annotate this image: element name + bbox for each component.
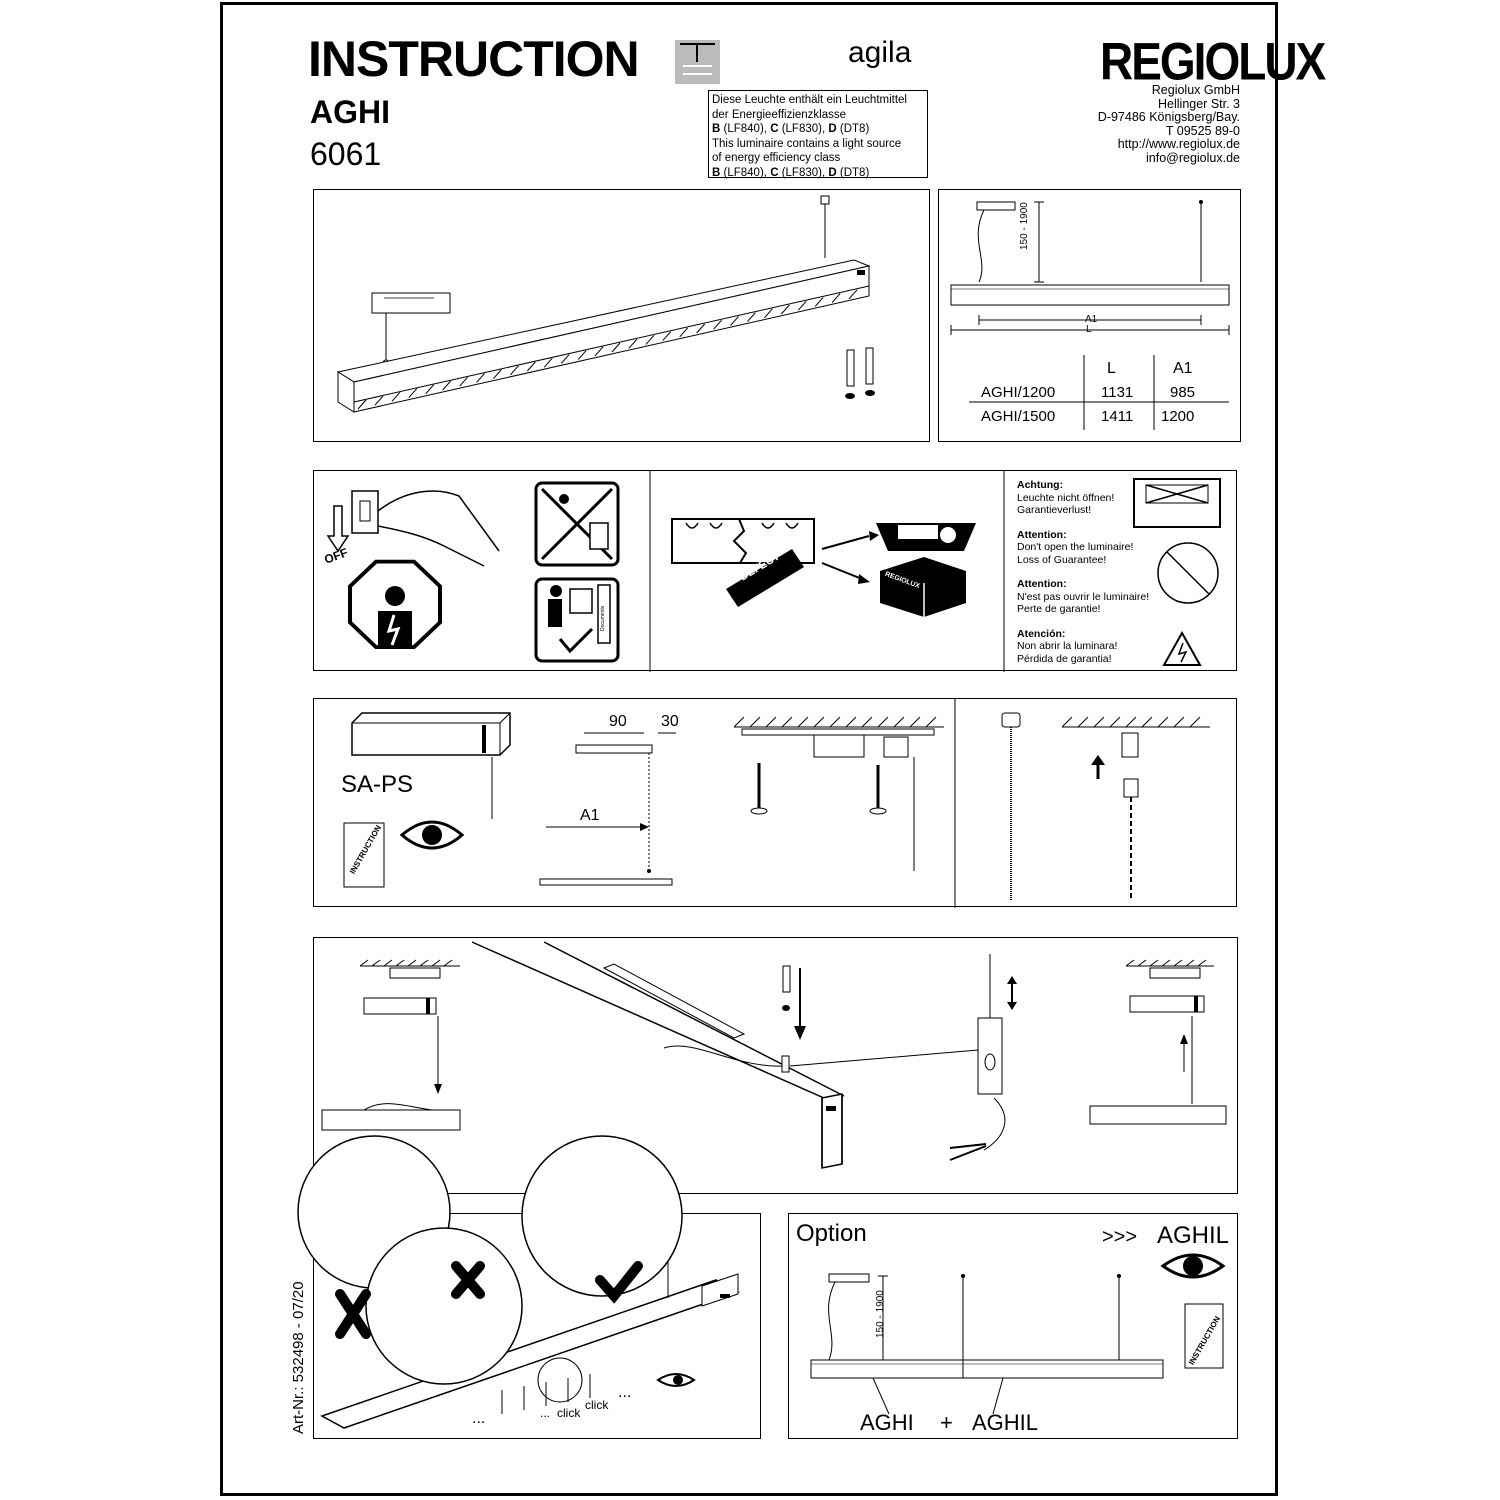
brand-logo: REGIOLUX <box>1100 31 1326 91</box>
safety-drawing <box>326 471 1221 672</box>
table-header-l: L <box>1107 360 1116 377</box>
address-line: D-97486 Königsberg/Bay. <box>1097 110 1240 124</box>
combo-aghil: AGHIL <box>972 1410 1039 1435</box>
ellipsis: ... <box>540 1406 551 1420</box>
click-label: click <box>557 1406 581 1420</box>
warning-heading-fr: Attention: <box>1017 578 1067 590</box>
series-name: agila <box>848 36 912 69</box>
address-line: Regiolux GmbH <box>1151 83 1240 97</box>
warning-heading-de: Achtung: <box>1017 479 1064 491</box>
installation-drawing <box>321 941 1227 1169</box>
dimension-drawing <box>950 200 1230 430</box>
height-range-label: 150 - 1900 <box>1019 202 1030 250</box>
energy-text: der Energieeffizienzklasse <box>712 108 847 121</box>
warning-heading-es: Atención: <box>1017 627 1066 640</box>
energy-efficiency-label: Diese Leuchte enthält ein Leuchtmittel d… <box>708 90 928 179</box>
option-panel: Option >>> AGHIL 150 - 1900 INSTRUCTION … <box>788 1213 1238 1439</box>
instruction-sheet <box>220 2 1278 1496</box>
address-phone: T 09525 89-0 <box>1165 123 1240 138</box>
dimension-30: 30 <box>661 713 679 730</box>
article-number: Art-Nr.: 532498 - 07/20 <box>290 1281 307 1434</box>
a1-dimension-label: A1 <box>1085 314 1098 325</box>
warning-line: Perte de garantie! <box>1017 603 1101 615</box>
ceiling-mount-icon <box>675 40 720 84</box>
address-line: Hellinger Str. 3 <box>1158 96 1240 111</box>
dimensions-panel: 150 - 1900 A1 L L A1 AGHI/1200 1131 985 … <box>938 189 1241 442</box>
energy-text: This luminaire contains a light source <box>712 137 902 150</box>
documents-label: Documents <box>600 605 606 631</box>
luminaire-drawing <box>336 195 875 413</box>
warning-line: Non abrir la luminara! <box>1017 640 1118 652</box>
option-arrow: >>> <box>1102 1226 1138 1248</box>
address-website[interactable]: http://www.regiolux.de <box>1117 137 1240 151</box>
warning-line: Pérdida de garantia! <box>1017 652 1112 665</box>
table-cell-model: AGHI/1200 <box>981 384 1056 401</box>
a1-label: A1 <box>580 807 600 824</box>
address-email[interactable]: info@regiolux.de <box>1146 150 1240 165</box>
option-height-range: 150 - 1900 <box>875 1290 886 1338</box>
energy-text: of energy efficiency class <box>712 152 841 164</box>
louvre-drawing <box>297 1135 740 1429</box>
warning-line: Loss of Guarantee! <box>1017 553 1107 566</box>
company-address: Regiolux GmbH Hellinger Str. 3 D-97486 K… <box>1040 83 1240 165</box>
dimension-90: 90 <box>609 713 627 730</box>
mounting-panel: SA-PS INSTRUCTION 90 30 A1 <box>313 698 1237 908</box>
mounting-drawing <box>343 699 1210 908</box>
table-cell-l: 1411 <box>1101 408 1134 425</box>
warning-line: N'est pas ouvrir le luminaire! <box>1017 590 1150 603</box>
product-code: AGHI <box>310 94 390 130</box>
ellipsis: ... <box>618 1384 632 1401</box>
energy-text: Diese Leuchte enthält ein Leuchtmittel <box>712 94 907 106</box>
combo-aghi: AGHI <box>860 1410 914 1435</box>
option-title: Option <box>796 1220 867 1247</box>
warning-line: Garantieverlust! <box>1017 504 1092 516</box>
ellipsis: ... <box>472 1410 486 1427</box>
l-dimension-label: L <box>1086 324 1092 335</box>
click-label: click <box>585 1398 609 1412</box>
table-cell-a1: 1200 <box>1161 408 1195 425</box>
option-product: AGHIL <box>1157 1222 1230 1249</box>
installation-panel <box>313 937 1238 1194</box>
page-title: INSTRUCTION <box>308 31 640 87</box>
table-header-a1: A1 <box>1173 360 1193 377</box>
table-cell-a1: 985 <box>1170 384 1196 401</box>
sa-ps-label: SA-PS <box>341 771 414 798</box>
energy-classes: B (LF840), C (LF830), D (DT8) <box>712 123 870 135</box>
warning-text-block: Achtung: Leuchte nicht öffnen! Garantiev… <box>1017 479 1157 665</box>
option-drawing <box>810 1253 1226 1415</box>
table-cell-l: 1131 <box>1101 384 1134 401</box>
product-number: 6061 <box>310 136 382 172</box>
warning-line: Don't open the luminaire! <box>1017 541 1134 553</box>
luminaire-overview-panel <box>313 189 930 442</box>
louvre-click-panel: click click ... ... ... <box>297 1135 761 1439</box>
energy-classes: B (LF840), C (LF830), D (DT8) <box>712 166 870 179</box>
warning-line: Leuchte nicht öffnen! <box>1017 491 1115 504</box>
safety-panel: OFF DEFECT REGIOLUX Documents Achtung: L… <box>313 470 1237 672</box>
warning-heading-en: Attention: <box>1017 528 1067 541</box>
combo-plus: + <box>940 1410 953 1435</box>
table-cell-model: AGHI/1500 <box>981 408 1056 425</box>
